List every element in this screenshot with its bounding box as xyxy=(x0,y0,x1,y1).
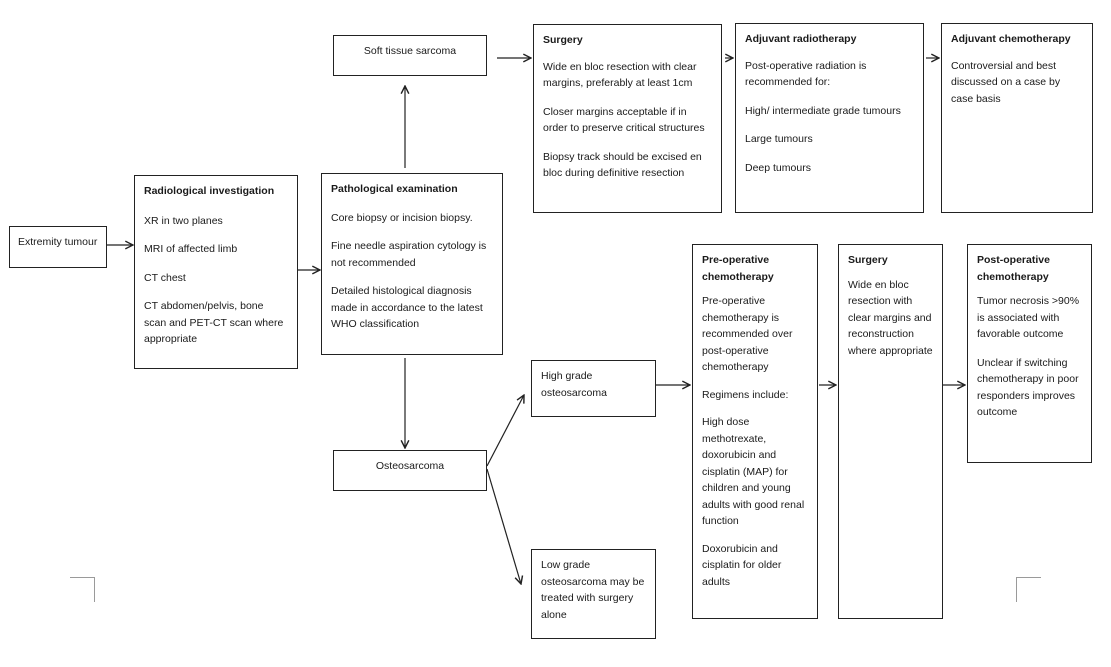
preoperative-chemotherapy-item: High dose methotrexate, doxorubicin and … xyxy=(702,416,805,527)
sts-surgery-item: Closer margins acceptable if in order to… xyxy=(543,105,705,135)
osteosarcoma-surgery-title: Surgery xyxy=(848,254,888,266)
postoperative-chemotherapy-title: Post-operative chemotherapy xyxy=(977,254,1050,283)
page-corner-mark-right xyxy=(1016,577,1041,602)
radiology-box: Radiological investigation XR in two pla… xyxy=(134,175,298,369)
pathology-item: Detailed histological diagnosis made in … xyxy=(331,285,483,330)
sts-surgery-title: Surgery xyxy=(543,34,583,46)
preoperative-chemotherapy-item: Regimens include: xyxy=(702,388,789,401)
low-grade-osteosarcoma-label: Low grade osteosarcoma may be treated wi… xyxy=(541,559,645,621)
radiology-item: CT abdomen/pelvis, bone scan and PET-CT … xyxy=(144,300,284,345)
sts-surgery-item: Biopsy track should be excised en bloc d… xyxy=(543,150,702,180)
extremity-tumour-box: Extremity tumour xyxy=(9,226,107,268)
postoperative-chemotherapy-box: Post-operative chemotherapy Tumor necros… xyxy=(967,244,1092,463)
sts-surgery-box: Surgery Wide en bloc resection with clea… xyxy=(533,24,722,213)
radiology-item: XR in two planes xyxy=(144,214,223,227)
adjuvant-radiotherapy-item: Deep tumours xyxy=(745,161,811,174)
preoperative-chemotherapy-item: Doxorubicin and cisplatin for older adul… xyxy=(702,542,782,588)
adjuvant-radiotherapy-item: High/ intermediate grade tumours xyxy=(745,104,901,117)
radiology-item: MRI of affected limb xyxy=(144,243,238,255)
arrow-osteo-to-low-grade xyxy=(486,468,521,584)
extremity-tumour-label: Extremity tumour xyxy=(18,236,98,248)
adjuvant-radiotherapy-item: Post-operative radiation is recommended … xyxy=(745,59,867,89)
preoperative-chemotherapy-item: Pre-operative chemotherapy is recommende… xyxy=(702,295,793,373)
postoperative-chemotherapy-item: Tumor necrosis >90% is associated with f… xyxy=(977,295,1080,340)
preoperative-chemotherapy-box: Pre-operative chemotherapy Pre-operative… xyxy=(692,244,818,619)
pathology-title: Pathological examination xyxy=(331,183,458,195)
page-corner-mark-left xyxy=(70,577,95,602)
high-grade-osteosarcoma-label: High grade osteosarcoma xyxy=(541,370,607,399)
high-grade-osteosarcoma-box: High grade osteosarcoma xyxy=(531,360,656,417)
osteosarcoma-label: Osteosarcoma xyxy=(375,460,445,472)
osteosarcoma-box: Osteosarcoma xyxy=(333,450,487,491)
adjuvant-chemotherapy-item: Controversial and best discussed on a ca… xyxy=(951,59,1061,105)
osteosarcoma-surgery-item: Wide en bloc resection with clear margin… xyxy=(848,278,933,357)
pathology-box: Pathological examination Core biopsy or … xyxy=(321,173,503,355)
arrow-osteo-to-high-grade xyxy=(486,395,524,467)
postoperative-chemotherapy-item: Unclear if switching chemotherapy in poo… xyxy=(977,356,1079,419)
radiology-item: CT chest xyxy=(144,271,186,284)
pathology-item: Core biopsy or incision biopsy. xyxy=(331,211,473,224)
low-grade-osteosarcoma-box: Low grade osteosarcoma may be treated wi… xyxy=(531,549,656,639)
preoperative-chemotherapy-title: Pre-operative chemotherapy xyxy=(702,254,774,283)
adjuvant-radiotherapy-item: Large tumours xyxy=(745,133,813,145)
soft-tissue-sarcoma-box: Soft tissue sarcoma xyxy=(333,35,487,76)
osteosarcoma-surgery-box: Surgery Wide en bloc resection with clea… xyxy=(838,244,943,619)
sts-surgery-item: Wide en bloc resection with clear margin… xyxy=(543,60,697,90)
adjuvant-chemotherapy-title: Adjuvant chemotherapy xyxy=(951,33,1071,45)
soft-tissue-sarcoma-label: Soft tissue sarcoma xyxy=(363,45,457,57)
radiology-title: Radiological investigation xyxy=(144,185,275,197)
adjuvant-radiotherapy-box: Adjuvant radiotherapy Post-operative rad… xyxy=(735,23,924,213)
adjuvant-radiotherapy-title: Adjuvant radiotherapy xyxy=(745,33,857,45)
pathology-item: Fine needle aspiration cytology is not r… xyxy=(331,240,487,269)
adjuvant-chemotherapy-box: Adjuvant chemotherapy Controversial and … xyxy=(941,23,1093,213)
